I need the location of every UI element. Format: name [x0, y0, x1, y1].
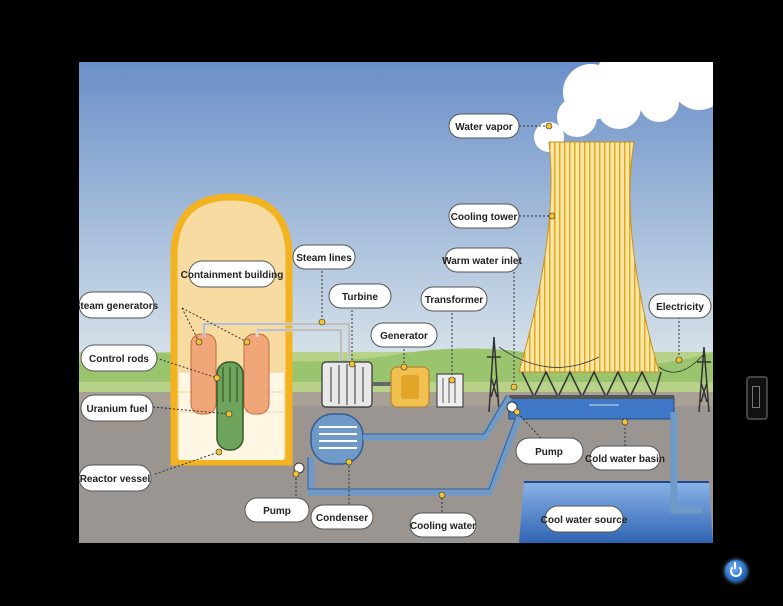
tower-legs — [521, 370, 662, 400]
label-pump-left: Pump — [244, 497, 310, 523]
label-reactor-vessel-text: Reactor vessel — [80, 474, 151, 485]
side-scroll-handle[interactable] — [746, 376, 768, 420]
label-pump-right-text: Pump — [535, 447, 563, 458]
label-warm-water-inlet-text: Warm water inlet — [442, 256, 522, 267]
label-containment-building-text: Containment building — [181, 270, 284, 281]
label-steam-generators: Steam generators — [79, 291, 159, 319]
label-water-vapor: Water vapor — [448, 113, 520, 139]
label-turbine: Turbine — [328, 283, 392, 309]
label-uranium-fuel-text: Uranium fuel — [86, 404, 147, 415]
label-transformer: Transformer — [420, 286, 488, 312]
nuclear-plant-diagram: Water vapor Cooling tower Containment bu… — [79, 62, 713, 543]
pump-right-icon — [506, 401, 518, 413]
label-cooling-water: Cooling water — [409, 512, 477, 538]
label-steam-lines-text: Steam lines — [296, 253, 352, 264]
cooling-tower — [518, 141, 660, 373]
label-cold-water-basin-text: Cold water basin — [585, 454, 665, 465]
cooling-water-pipes — [307, 395, 703, 514]
power-pylons — [487, 336, 711, 413]
condenser — [310, 413, 364, 465]
label-condenser: Condenser — [310, 504, 374, 530]
label-cooling-tower-text: Cooling tower — [451, 212, 518, 223]
label-water-vapor-text: Water vapor — [455, 122, 513, 133]
label-steam-generators-text: Steam generators — [79, 301, 159, 312]
label-generator-text: Generator — [380, 331, 428, 342]
label-turbine-text: Turbine — [342, 292, 378, 303]
label-cool-water-source: Cool water source — [541, 505, 628, 533]
label-containment-building: Containment building — [181, 260, 284, 288]
label-cooling-tower: Cooling tower — [448, 203, 520, 229]
label-warm-water-inlet: Warm water inlet — [442, 247, 522, 273]
label-condenser-text: Condenser — [316, 513, 368, 524]
label-electricity: Electricity — [648, 293, 712, 319]
label-uranium-fuel: Uranium fuel — [80, 394, 154, 422]
label-cool-water-source-text: Cool water source — [541, 515, 628, 526]
control-rods — [222, 367, 238, 402]
label-control-rods-text: Control rods — [89, 354, 149, 365]
label-pump-right: Pump — [515, 437, 584, 465]
label-control-rods: Control rods — [80, 344, 158, 372]
power-button[interactable] — [725, 560, 747, 582]
label-electricity-text: Electricity — [656, 302, 704, 313]
cold-water-basin — [508, 396, 675, 420]
water-vapor-cloud — [534, 62, 713, 152]
power-icon — [730, 562, 742, 577]
label-steam-lines: Steam lines — [292, 244, 356, 270]
label-generator: Generator — [370, 322, 438, 348]
label-transformer-text: Transformer — [425, 295, 483, 306]
steam-generators — [190, 333, 270, 415]
label-cold-water-basin: Cold water basin — [585, 445, 665, 471]
label-pump-left-text: Pump — [263, 506, 291, 517]
label-reactor-vessel: Reactor vessel — [79, 464, 152, 492]
leader-lines — [152, 125, 680, 520]
leader-dots — [195, 122, 683, 499]
label-cooling-water-text: Cooling water — [410, 521, 476, 532]
